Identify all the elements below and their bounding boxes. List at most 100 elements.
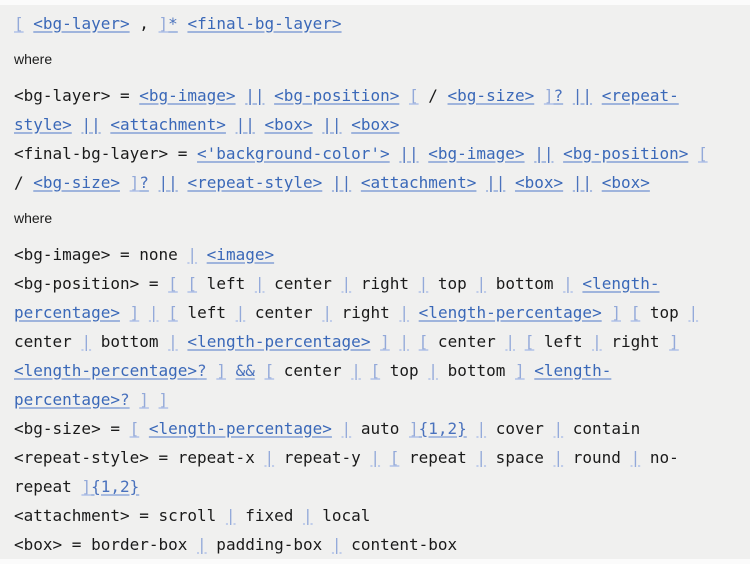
syntax-bracket-link[interactable]: | xyxy=(476,448,487,467)
syntax-multiplier-link[interactable]: || xyxy=(399,144,419,163)
syntax-bracket-link[interactable]: [ xyxy=(524,332,535,351)
syntax-bracket-link[interactable]: [ xyxy=(129,419,140,438)
syntax-bracket-link[interactable]: ] xyxy=(216,361,226,380)
syntax-bracket-link[interactable]: | xyxy=(303,506,313,525)
syntax-multiplier-link[interactable]: {1,2} xyxy=(418,419,467,438)
syntax-bracket-link[interactable]: | xyxy=(235,303,246,322)
syntax-type-link[interactable]: <box> xyxy=(351,115,400,134)
syntax-bracket-link[interactable]: | xyxy=(688,303,699,322)
syntax-type-link[interactable]: <attachment> xyxy=(360,173,477,192)
syntax-type-link[interactable]: <length-percentage> xyxy=(14,361,198,380)
syntax-bracket-link[interactable]: | xyxy=(197,535,207,554)
syntax-multiplier-link[interactable]: || xyxy=(534,144,554,163)
syntax-type-link[interactable]: <bg-image> xyxy=(139,86,236,105)
syntax-multiplier-link[interactable]: || xyxy=(572,86,593,105)
syntax-multiplier-link[interactable]: {1,2} xyxy=(91,477,140,496)
syntax-type-link[interactable]: <bg-position> xyxy=(274,86,400,105)
syntax-type-link[interactable]: <box> xyxy=(264,115,313,134)
syntax-bracket-link[interactable]: | xyxy=(322,303,332,322)
syntax-bracket-link[interactable]: | xyxy=(351,361,361,380)
syntax-bracket-link[interactable]: [ xyxy=(389,448,400,467)
syntax-type-link[interactable]: <final-bg-layer> xyxy=(187,14,342,33)
syntax-bracket-link[interactable]: | xyxy=(418,274,429,293)
syntax-bracket-link[interactable]: ] xyxy=(669,332,679,351)
syntax-bracket-link[interactable]: | xyxy=(370,448,381,467)
syntax-bracket-link[interactable]: | xyxy=(331,535,342,554)
syntax-bracket-link[interactable]: ] xyxy=(158,390,169,409)
syntax-bracket-link[interactable]: | xyxy=(505,332,515,351)
syntax-bracket-link[interactable]: | xyxy=(553,448,564,467)
syntax-bracket-link[interactable]: | xyxy=(81,332,92,351)
syntax-bracket-link[interactable]: | xyxy=(264,448,275,467)
syntax-multiplier-link[interactable]: ? xyxy=(119,390,130,409)
syntax-bracket-link[interactable]: ] xyxy=(81,477,92,496)
syntax-multiplier-link[interactable]: || xyxy=(158,173,178,192)
syntax-multiplier-link[interactable]: * xyxy=(168,14,178,33)
syntax-bracket-link[interactable]: ] xyxy=(543,86,554,105)
syntax-bracket-link[interactable]: [ xyxy=(168,274,178,293)
syntax-multiplier-link[interactable]: && xyxy=(235,361,255,380)
syntax-bracket-link[interactable]: ] xyxy=(515,361,525,380)
syntax-bracket-link[interactable]: [ xyxy=(187,274,198,293)
syntax-multiplier-link[interactable]: ? xyxy=(553,86,564,105)
syntax-multiplier-link[interactable]: ? xyxy=(197,361,207,380)
syntax-type-link[interactable]: <image> xyxy=(206,245,275,264)
syntax-multiplier-link[interactable]: || xyxy=(331,173,352,192)
syntax-multiplier-link[interactable]: ? xyxy=(139,173,149,192)
syntax-bracket-link[interactable]: | xyxy=(341,419,352,438)
syntax-bracket-link[interactable]: | xyxy=(630,448,641,467)
syntax-bracket-link[interactable]: [ xyxy=(14,14,24,33)
syntax-type-link[interactable]: <bg-position> xyxy=(563,144,689,163)
syntax-bracket-link[interactable]: [ xyxy=(418,332,429,351)
syntax-bracket-link[interactable]: | xyxy=(476,419,487,438)
syntax-multiplier-link[interactable]: || xyxy=(245,86,265,105)
syntax-type-link[interactable]: <bg-size> xyxy=(447,86,535,105)
syntax-type-link[interactable]: <length-percentage> xyxy=(14,361,612,409)
syntax-type-link[interactable]: <length-percentage> xyxy=(148,419,332,438)
syntax-bracket-link[interactable]: ] xyxy=(129,303,140,322)
syntax-multiplier-link[interactable]: || xyxy=(572,173,593,192)
syntax-multiplier-link[interactable]: || xyxy=(486,173,506,192)
syntax-bracket-link[interactable]: | xyxy=(341,274,352,293)
syntax-bracket-link[interactable]: | xyxy=(428,361,438,380)
syntax-bracket-link[interactable]: [ xyxy=(370,361,381,380)
syntax-bracket-link[interactable]: | xyxy=(553,419,564,438)
syntax-bracket-link[interactable]: ] xyxy=(158,14,169,33)
syntax-bracket-link[interactable]: ] xyxy=(611,303,621,322)
syntax-bracket-link[interactable]: ] xyxy=(129,173,140,192)
syntax-bracket-link[interactable]: | xyxy=(254,274,265,293)
syntax-bracket-link[interactable]: | xyxy=(168,332,178,351)
syntax-bracket-link[interactable]: ] xyxy=(380,332,390,351)
syntax-bracket-link[interactable]: [ xyxy=(697,144,708,163)
syntax-type-link[interactable]: <box> xyxy=(514,173,564,192)
syntax-bracket-link[interactable]: | xyxy=(187,245,198,264)
syntax-type-link[interactable]: <length-percentage> xyxy=(14,274,660,322)
syntax-bracket-link[interactable]: ] xyxy=(139,390,149,409)
syntax-type-link[interactable]: <'background-color'> xyxy=(197,144,390,163)
syntax-bracket-link[interactable]: [ xyxy=(408,86,419,105)
syntax-bracket-link[interactable]: | xyxy=(148,303,159,322)
syntax-type-link[interactable]: <repeat-style> xyxy=(187,173,323,192)
syntax-type-link[interactable]: <attachment> xyxy=(110,115,226,134)
syntax-bracket-link[interactable]: [ xyxy=(630,303,641,322)
syntax-type-link[interactable]: <bg-size> xyxy=(33,173,120,192)
syntax-type-link[interactable]: <bg-layer> xyxy=(33,14,130,33)
syntax-bracket-link[interactable]: | xyxy=(225,506,236,525)
syntax-bracket-link[interactable]: ] xyxy=(408,419,419,438)
syntax-bracket-link[interactable]: [ xyxy=(264,361,275,380)
syntax-multiplier-link[interactable]: || xyxy=(81,115,101,134)
syntax-type-link[interactable]: <length-percentage> xyxy=(418,303,602,322)
syntax-type-link[interactable]: <bg-image> xyxy=(428,144,525,163)
syntax-bracket-link[interactable]: | xyxy=(476,274,487,293)
syntax-bracket-link[interactable]: | xyxy=(563,274,573,293)
syntax-bracket-link[interactable]: | xyxy=(399,332,410,351)
syntax-type-link[interactable]: <repeat-style> xyxy=(14,86,679,134)
syntax-bracket-link[interactable]: | xyxy=(592,332,602,351)
syntax-multiplier-link[interactable]: || xyxy=(322,115,342,134)
syntax-bracket-link[interactable]: [ xyxy=(168,303,178,322)
syntax-line: <box> = border-box | padding-box | conte… xyxy=(14,530,713,559)
syntax-multiplier-link[interactable]: || xyxy=(235,115,255,134)
syntax-type-link[interactable]: <length-percentage> xyxy=(187,332,371,351)
syntax-type-link[interactable]: <box> xyxy=(601,173,650,192)
syntax-bracket-link[interactable]: | xyxy=(399,303,410,322)
